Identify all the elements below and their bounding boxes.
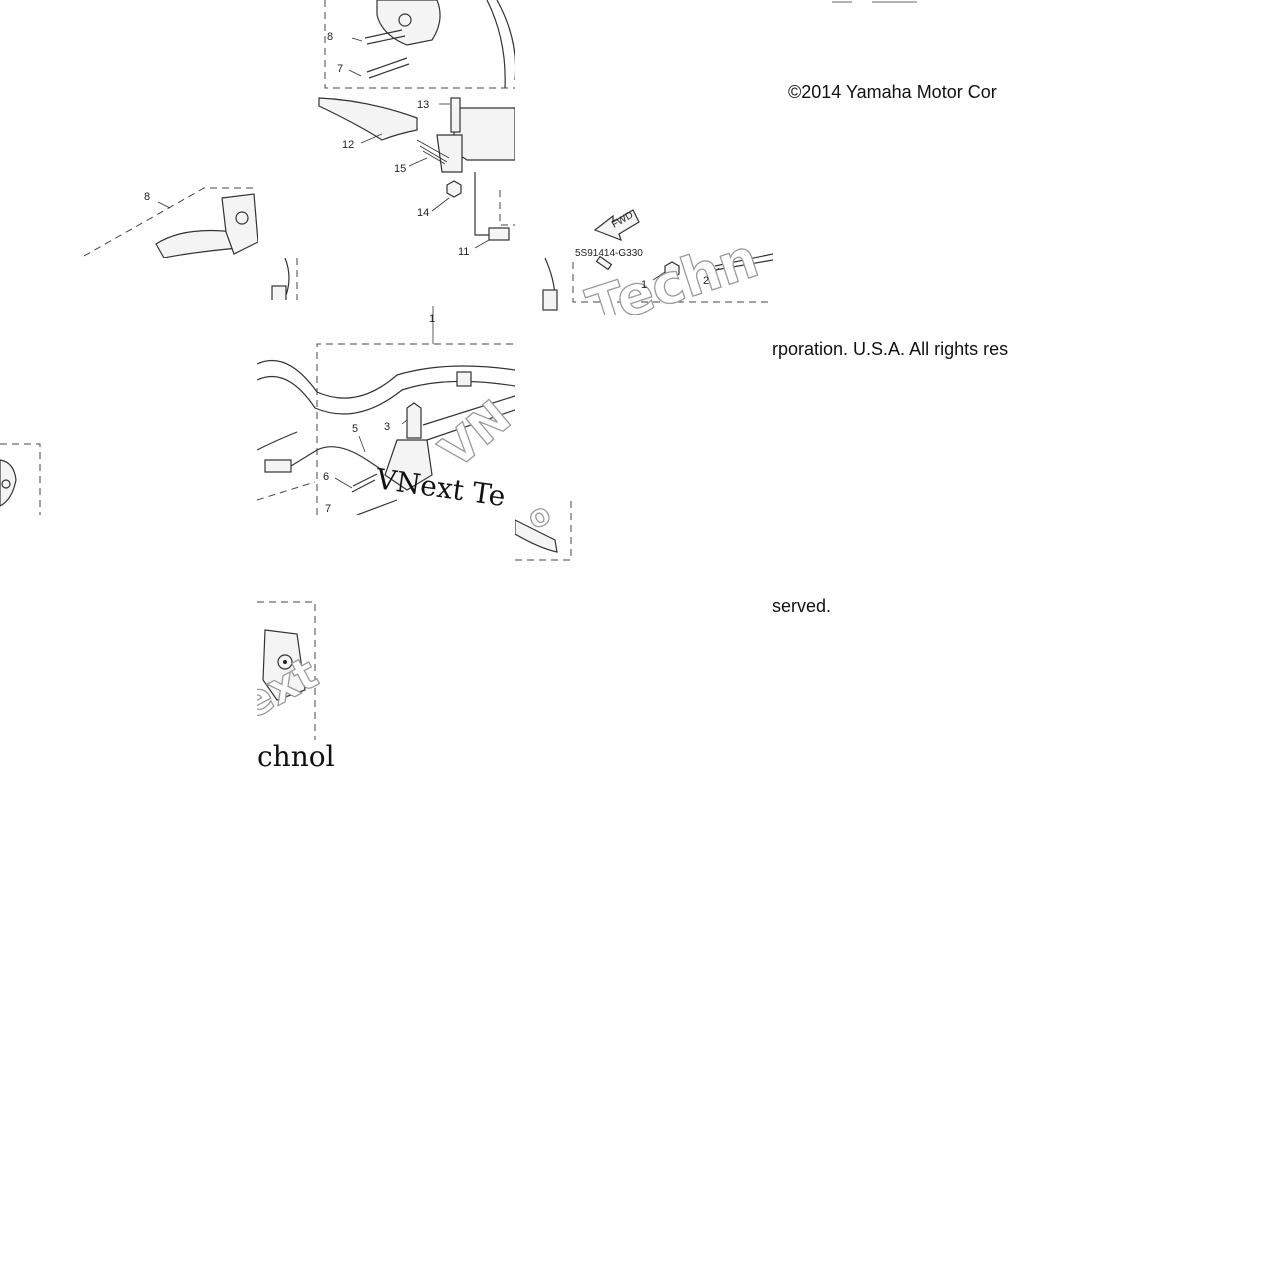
callout-14: 14 <box>417 207 429 219</box>
callout-10: 8 <box>327 31 333 43</box>
switch-detail-drawing: FWD 5S91414-G330 Techn 1 2 <box>542 209 773 315</box>
part-code-label: 5S91414-G330 <box>575 248 643 259</box>
fwd-arrow-icon: FWD <box>593 209 640 242</box>
callout-1: 1 <box>429 313 435 325</box>
diagram-tile-lower-switch: ext chnol <box>257 600 347 772</box>
watermark-fragment-vn: VN <box>429 389 515 478</box>
grip-drawing: 8 <box>84 187 258 258</box>
callout-6: 6 <box>323 471 329 483</box>
diagram-tile-top-right-crop <box>772 0 1030 6</box>
lever-assembly-drawing: 8 7 12 13 15 14 11 <box>318 0 515 258</box>
copyright-segment-2: rporation. U.S.A. All rights res <box>772 339 1009 359</box>
diagram-tile-throttle-assembly: 1 3 5 6 7 VN VNext Te <box>257 300 515 515</box>
callout-8: 8 <box>144 191 150 203</box>
diagram-tile-lower-lever: o <box>515 500 575 562</box>
callout-15: 15 <box>394 163 406 175</box>
callout-5: 5 <box>352 423 358 435</box>
diagram-tile-lever-assembly: 8 7 12 13 15 14 11 <box>257 0 515 258</box>
callout-11: 11 <box>458 246 469 258</box>
watermark-fragment-chnol: chnol <box>257 740 335 772</box>
diagram-tile-switch-detail: FWD 5S91414-G330 Techn 1 2 <box>515 180 773 315</box>
copyright-segment-1: ©2014 Yamaha Motor Cor <box>788 82 997 102</box>
throttle-assembly-drawing: 1 3 5 6 7 VN VNext Te <box>257 306 515 515</box>
diagram-tile-grip: 8 <box>84 182 258 258</box>
watermark-fragment-vnext: VNext Te <box>373 462 508 513</box>
callout-9: 7 <box>337 63 343 75</box>
copyright-segment-3: served. <box>772 596 832 616</box>
callout-1-detail: 1 <box>641 279 647 291</box>
callout-7: 7 <box>325 503 331 515</box>
callout-2: 2 <box>703 275 709 287</box>
callout-12: 12 <box>342 139 354 151</box>
callout-3: 3 <box>384 421 390 433</box>
diagram-tile-left-edge <box>0 440 42 515</box>
lower-switch-drawing: ext chnol <box>257 601 335 772</box>
callout-13: 13 <box>417 99 429 111</box>
